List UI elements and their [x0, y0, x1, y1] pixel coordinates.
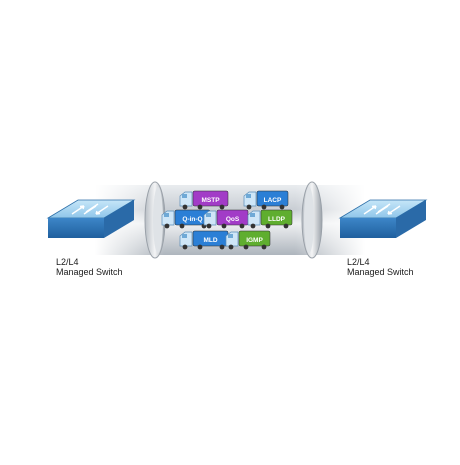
truck-mstp-trailer [192, 190, 229, 207]
wheel-icon [246, 204, 252, 210]
truck-lacp: LACP [243, 190, 289, 210]
truck-q-in-q: Q-in-Q [161, 209, 211, 229]
right-switch-line2: Managed Switch [347, 267, 414, 277]
wheel-icon [182, 244, 188, 250]
truck-igmp-trailer [238, 230, 271, 247]
truck-lldp: LLDP [247, 209, 293, 229]
wheel-icon [250, 223, 256, 229]
truck-qos: QoS [203, 209, 249, 229]
wheel-icon [261, 204, 267, 210]
wheel-icon [228, 244, 234, 250]
truck-lacp-label: LACP [264, 197, 282, 204]
managed-switch-left-icon [46, 199, 136, 238]
wheel-icon [279, 204, 285, 210]
data-tube [95, 181, 365, 259]
wheel-icon [182, 204, 188, 210]
wheel-icon [219, 204, 225, 210]
wheel-icon [179, 223, 185, 229]
wheel-icon [261, 244, 267, 250]
wheel-icon [197, 204, 203, 210]
truck-qos-label: QoS [226, 216, 240, 223]
wheel-icon [283, 223, 289, 229]
wheel-icon [197, 244, 203, 250]
left-switch-line1: L2/L4 [56, 257, 79, 267]
truck-igmp-label: IGMP [246, 237, 263, 244]
truck-mld-label: MLD [203, 237, 217, 244]
truck-lacp-trailer [256, 190, 289, 207]
left-switch-line2: Managed Switch [56, 267, 123, 277]
truck-mstp: MSTP [179, 190, 229, 210]
truck-q-in-q-label: Q-in-Q [182, 216, 202, 223]
truck-lldp-label: LLDP [268, 216, 286, 223]
wheel-icon [164, 223, 170, 229]
left-switch-caption: L2/L4 Managed Switch [56, 257, 123, 277]
protocol-trucks: MSTP LACP Q-in-Q QoS LLDP MLD IGMP [161, 190, 293, 250]
wheel-icon [221, 223, 227, 229]
right-switch-caption: L2/L4 Managed Switch [347, 257, 414, 277]
truck-lldp-trailer [260, 209, 293, 226]
truck-mld: MLD [179, 230, 229, 250]
wheel-icon [239, 223, 245, 229]
managed-switch-right-icon [338, 199, 428, 238]
right-switch-line1: L2/L4 [347, 257, 370, 267]
wheel-icon [206, 223, 212, 229]
truck-mstp-label: MSTP [201, 197, 220, 204]
wheel-icon [265, 223, 271, 229]
truck-igmp: IGMP [225, 230, 271, 250]
wheel-icon [243, 244, 249, 250]
wheel-icon [219, 244, 225, 250]
